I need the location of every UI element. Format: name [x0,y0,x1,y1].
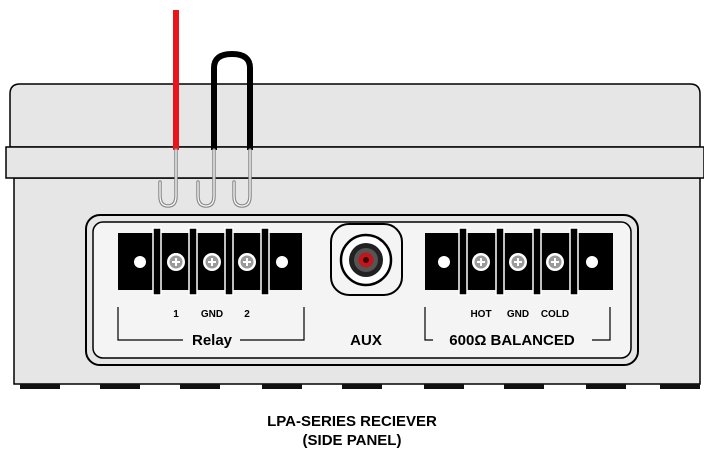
relay-terminal-label-2: 2 [244,309,250,320]
relay-label-bracket [117,307,305,341]
balanced-terminal-block [425,227,613,296]
caption-line-1: LPA-SERIES RECIEVER [267,413,437,430]
balanced-label-bracket [424,307,611,341]
balanced-terminal-gnd[interactable] [509,253,527,271]
balanced-terminal-hot[interactable] [472,253,490,271]
enclosure-lip [5,146,704,179]
enclosure-feet [20,384,700,389]
relay-terminal-label-1: 1 [173,309,179,320]
relay-mount-hole-right [276,256,288,268]
balanced-terminal-label-cold: COLD [541,309,569,320]
relay-terminal-block [118,227,302,296]
caption-line-2: (SIDE PANEL) [302,432,402,449]
enclosure-lid [9,83,701,148]
balanced-mount-hole-left [438,256,450,268]
relay-mount-hole-left [134,256,146,268]
relay-terminal-label-gnd: GND [201,309,223,320]
balanced-terminal-label-hot: HOT [470,309,491,320]
relay-terminal-1[interactable] [167,253,185,271]
aux-label: AUX [350,332,382,349]
aux-jack[interactable] [330,223,403,296]
balanced-terminal-cold[interactable] [546,253,564,271]
balanced-mount-hole-right [586,256,598,268]
black-jumper-wire [211,50,253,150]
balanced-terminal-label-gnd: GND [507,309,529,320]
relay-terminal-2[interactable] [238,253,256,271]
relay-label: Relay [192,332,233,349]
balanced-label: 600Ω BALANCED [449,332,575,349]
relay-terminal-gnd[interactable] [203,253,221,271]
